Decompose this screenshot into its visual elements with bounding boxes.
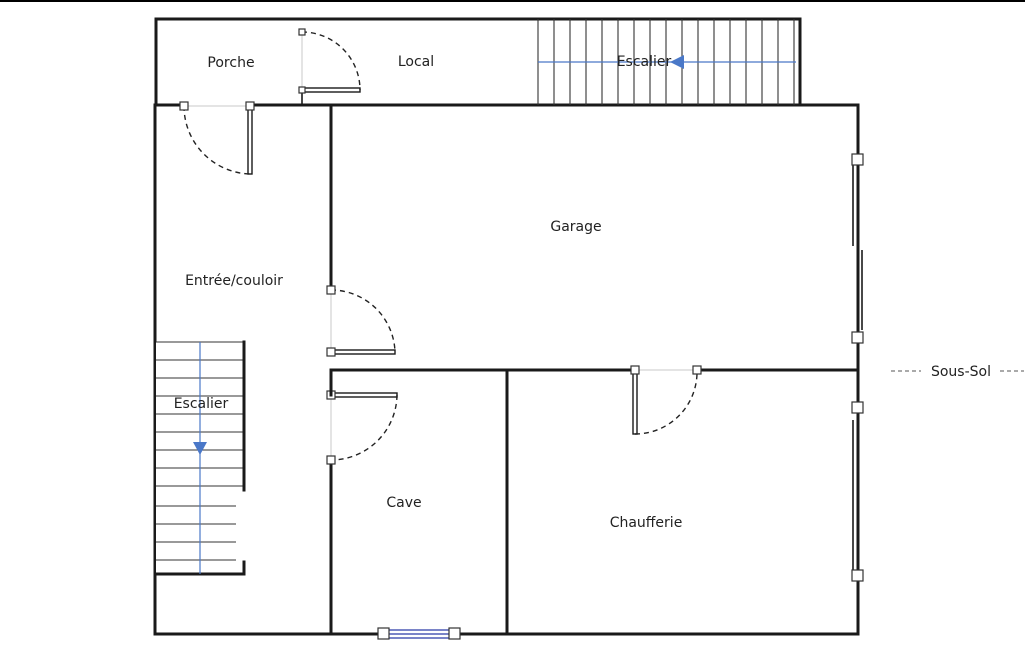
room-label-entree: Entrée/couloir: [185, 273, 283, 289]
level-indicator: Sous-Sol: [891, 364, 1024, 380]
door-entree: [179, 101, 255, 175]
door-chaufferie: [630, 365, 702, 435]
door-garage: [326, 285, 396, 357]
room-label-garage: Garage: [550, 219, 601, 235]
door-cave: [326, 368, 398, 465]
room-label-local: Local: [398, 54, 434, 70]
door-porche-local: [298, 28, 361, 94]
stairs-top: [537, 19, 796, 105]
stairs-left: [154, 340, 246, 576]
room-label-escalier-top: Escalier: [617, 54, 672, 70]
interior-walls: [301, 90, 860, 636]
stair-landing: [154, 560, 246, 576]
room-label-porche: Porche: [207, 55, 254, 71]
room-label-cave: Cave: [386, 495, 421, 511]
arrow-icon: [670, 55, 684, 69]
level-label: Sous-Sol: [931, 364, 991, 380]
window-markers-right: [851, 153, 864, 582]
room-label-escalier-left: Escalier: [174, 396, 229, 412]
window-cave: [377, 627, 461, 640]
annex-walls: [154, 17, 802, 107]
room-label-chaufferie: Chaufferie: [610, 515, 683, 531]
arrow-icon: [193, 442, 207, 455]
